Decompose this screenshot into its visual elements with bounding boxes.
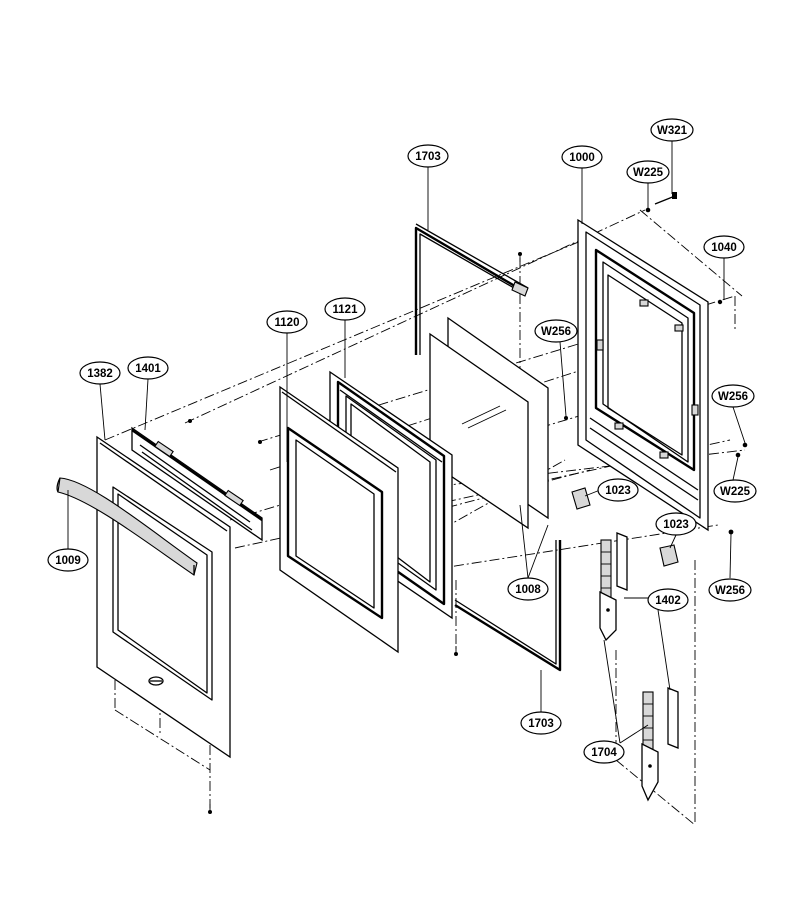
svg-text:1704: 1704 xyxy=(591,747,617,759)
svg-text:1023: 1023 xyxy=(663,519,689,531)
svg-text:W321: W321 xyxy=(657,125,688,137)
callout-1008: 1008 xyxy=(507,577,549,601)
callout-1000: 1000 xyxy=(561,145,603,169)
svg-text:1703: 1703 xyxy=(528,718,554,730)
svg-text:W225: W225 xyxy=(720,486,751,498)
svg-text:1401: 1401 xyxy=(135,363,161,375)
callout-1120: 1120 xyxy=(266,310,308,334)
part-1703-top-seal xyxy=(414,223,529,355)
svg-text:1121: 1121 xyxy=(333,304,359,316)
svg-text:W225: W225 xyxy=(633,167,664,179)
svg-text:W256: W256 xyxy=(541,326,571,338)
svg-text:1382: 1382 xyxy=(87,368,113,380)
part-1402-hinge-brackets xyxy=(616,532,679,749)
callout-w225-right: W225 xyxy=(713,479,757,503)
svg-text:1402: 1402 xyxy=(655,595,681,607)
callout-1382: 1382 xyxy=(79,361,121,385)
callout-w256-mid: W256 xyxy=(534,319,578,343)
part-1703-bottom-seal xyxy=(454,540,562,672)
part-1008-glass-panes xyxy=(429,316,549,530)
callout-1703-top: 1703 xyxy=(407,144,449,168)
svg-text:1040: 1040 xyxy=(711,242,737,254)
svg-text:W256: W256 xyxy=(718,391,748,403)
callout-1040: 1040 xyxy=(703,235,745,259)
callout-1023-a: 1023 xyxy=(597,478,639,502)
part-1000-door-frame xyxy=(577,218,723,532)
svg-text:1120: 1120 xyxy=(275,317,300,329)
svg-text:1023: 1023 xyxy=(605,485,631,497)
leader-lines xyxy=(67,141,746,744)
callout-w256-bottom: W256 xyxy=(708,578,752,602)
part-1023-blocks xyxy=(571,487,679,567)
callout-w256-right: W256 xyxy=(711,384,755,408)
callout-1009: 1009 xyxy=(47,548,89,572)
callout-1023-b: 1023 xyxy=(655,512,697,536)
part-1009-handle xyxy=(56,477,198,576)
part-1401-top-trim xyxy=(131,426,263,542)
svg-text:1703: 1703 xyxy=(415,151,441,163)
svg-text:1008: 1008 xyxy=(515,584,541,596)
callout-1704: 1704 xyxy=(583,740,625,764)
callout-1703-bottom: 1703 xyxy=(520,711,562,735)
svg-text:1000: 1000 xyxy=(569,152,595,164)
callout-1121: 1121 xyxy=(324,297,366,321)
svg-text:1009: 1009 xyxy=(55,555,81,567)
part-1704-hinge-upper xyxy=(599,539,617,642)
callout-w225-top: W225 xyxy=(626,160,670,184)
callout-w321: W321 xyxy=(650,118,694,142)
svg-text:W256: W256 xyxy=(715,585,745,597)
screws xyxy=(188,192,748,814)
part-1120-glass-frame xyxy=(279,385,399,654)
callout-1402: 1402 xyxy=(647,588,689,612)
callout-1401: 1401 xyxy=(127,356,169,380)
part-1704-hinge-lower xyxy=(641,691,659,802)
